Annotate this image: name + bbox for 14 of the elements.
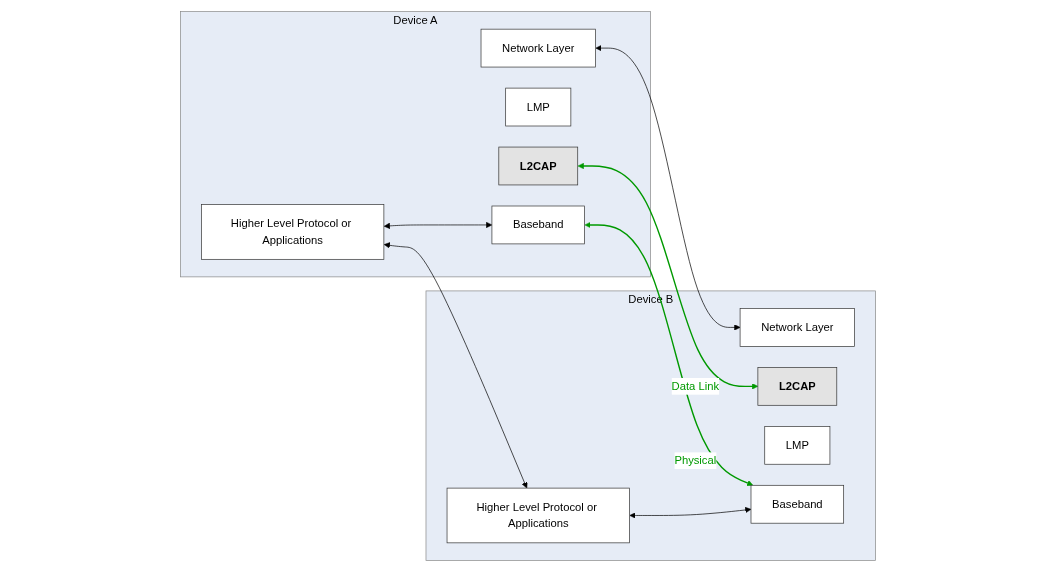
node-box: Network Layer <box>739 308 855 347</box>
node-box: LMP <box>505 87 572 127</box>
node-box: Baseband <box>750 484 844 524</box>
node-box: Network Layer <box>480 28 596 68</box>
node-box: Baseband <box>491 205 585 245</box>
node-box: L2CAP <box>498 146 579 186</box>
arrow <box>584 221 754 486</box>
node-box: Higher Level Protocol or Applications <box>201 204 385 260</box>
node-box: LMP <box>764 426 831 465</box>
node-box: L2CAP <box>757 367 838 406</box>
edge-label: Physical <box>674 454 717 467</box>
edge-label: Data Link <box>671 380 720 392</box>
node-box: Higher Level Protocol or Applications <box>446 487 630 544</box>
arrow <box>577 162 759 390</box>
